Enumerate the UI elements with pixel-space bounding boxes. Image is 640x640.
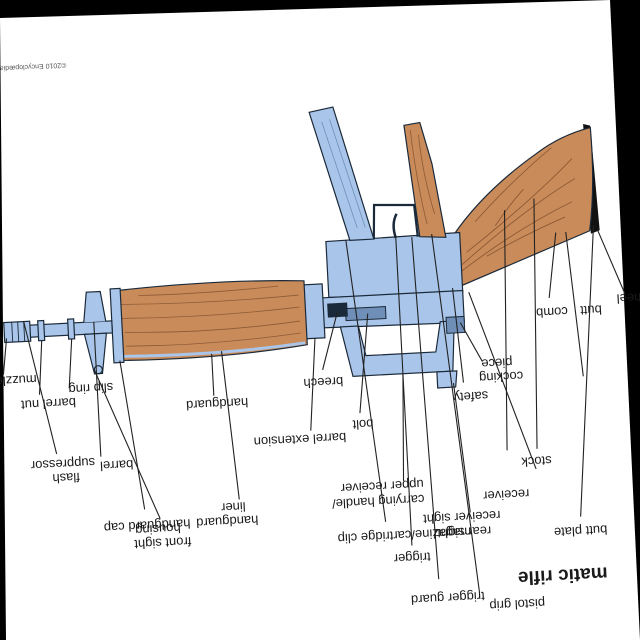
label-receiver: receiver [482, 486, 530, 503]
label-rear-sight-2: receiver sight [422, 508, 500, 527]
label-barrel: barrel [100, 457, 134, 474]
label-cocking-1: cocking [479, 368, 524, 385]
diagram-labels: ©2010 Encyclopædia muzzle barrel nut sli… [0, 61, 640, 614]
copyright-text: ©2010 Encyclopædia [0, 61, 67, 72]
bolt [344, 306, 387, 322]
label-comb: comb [536, 304, 569, 321]
leader-lines [2, 198, 626, 593]
label-handguard-cap: handguard cap [103, 516, 190, 536]
trigger-guard [372, 203, 419, 240]
label-muzzle: muzzle [0, 372, 37, 389]
label-barrel-nut: barrel nut [20, 395, 76, 413]
diagram-title: matic rifle [517, 562, 608, 588]
handguard [115, 280, 308, 362]
label-front-sight-1: front sight [134, 534, 192, 552]
handguard-grain [120, 285, 301, 347]
label-front-sight-2: housing [135, 521, 181, 538]
slip-ring [66, 318, 76, 340]
carrying-handle [339, 320, 455, 377]
cocking-piece [445, 315, 466, 334]
breech [327, 302, 348, 318]
barrel-nut [37, 319, 46, 342]
label-trigger-guard: trigger guard [411, 589, 485, 608]
label-cocking-2: piece [481, 355, 513, 372]
label-carrying-handle-2: upper receiver [340, 477, 424, 496]
stock-grain [459, 147, 576, 273]
label-trigger: trigger [393, 550, 431, 567]
rifle-illustration [3, 106, 600, 389]
label-carrying-handle-1: carrying handle/ [331, 492, 425, 512]
label-butt-plate: butt plate [554, 522, 608, 540]
label-barrel-extension: barrel extension [253, 430, 346, 450]
label-safety: safety [453, 388, 489, 405]
rear-sight [436, 370, 458, 389]
label-breech: breech [303, 374, 343, 391]
label-handguard-liner-1: handguard [196, 513, 259, 531]
label-pistol-grip: pistol grip [489, 596, 545, 614]
handguard-liner [123, 341, 306, 358]
stock [453, 126, 594, 289]
label-flash-1: flash [52, 470, 80, 486]
label-slip-ring: slip ring [68, 380, 114, 397]
label-butt: butt [579, 302, 602, 318]
label-magazine: magazine/cartridge clip [337, 524, 471, 546]
label-flash-2: suppressor [30, 455, 96, 473]
label-handguard-liner-2: liner [220, 499, 246, 515]
label-bolt: bolt [352, 416, 374, 432]
trigger [392, 213, 398, 239]
label-heel: heel [616, 290, 640, 306]
label-rear-sight-1: rear sight/ [433, 523, 492, 541]
pistol-grip [403, 121, 447, 238]
label-stock: stock [520, 453, 552, 470]
label-handguard: handguard [186, 395, 249, 413]
magazine [308, 106, 375, 241]
